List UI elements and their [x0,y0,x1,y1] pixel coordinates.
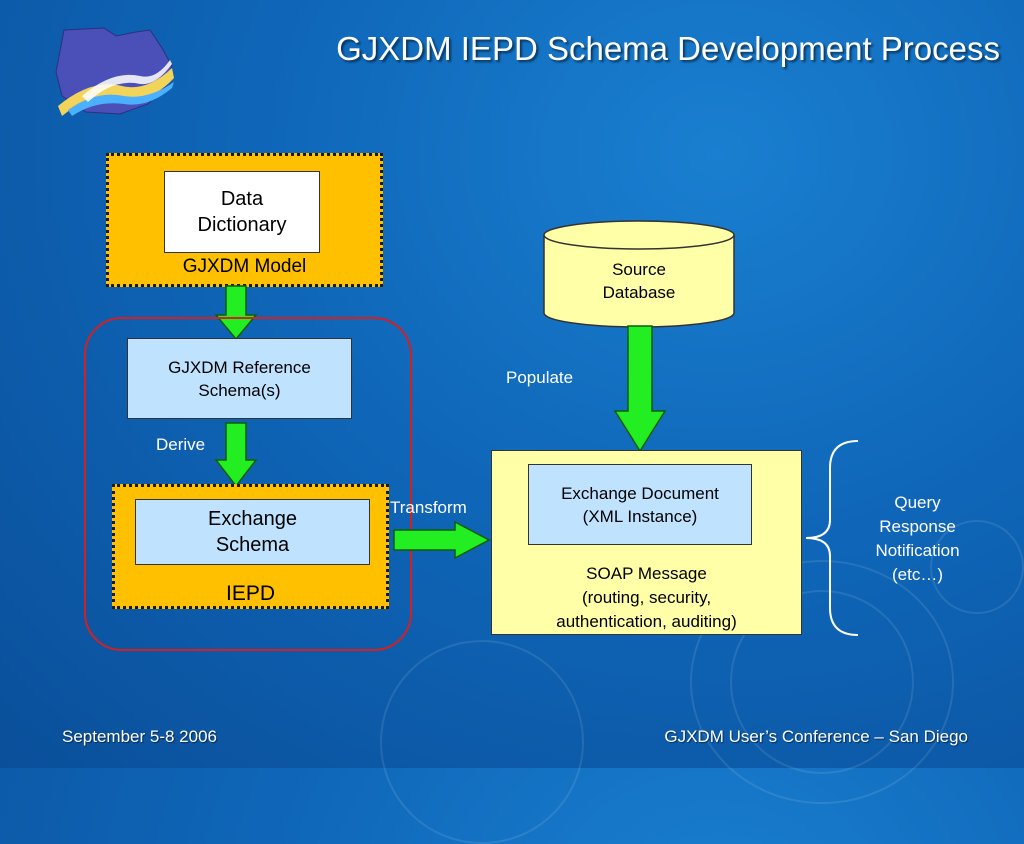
background-ripple [380,640,584,844]
footer-conference: GJXDM User’s Conference – San Diego [664,727,968,746]
database-icon [543,220,735,328]
curly-brace-icon [805,440,859,636]
arrow-right-icon [393,521,491,559]
arrow-down-icon [613,325,667,453]
iepd-boundary [84,317,412,651]
message-types-list: Query Response Notification (etc…) [875,493,960,584]
source-database-label: Source Database [602,260,676,302]
exchange-schema-box: Exchange Schema [135,499,370,565]
gjxdm-model-label: GJXDM Model [182,256,307,277]
slide-title: GJXDM IEPD Schema Development Process [336,30,1000,67]
populate-label: Populate [506,368,574,387]
arrow-down-icon [214,422,258,488]
exchange-document-box: Exchange Document (XML Instance) [528,464,752,545]
data-dictionary-box: Data Dictionary [164,171,320,253]
background-ripple [930,520,1024,614]
footer-date: September 5-8 2006 [62,727,217,746]
derive-label: Derive [156,435,206,454]
shield-wave-logo-icon [55,27,174,116]
soap-message-label: SOAP Message (routing, security, authent… [556,564,737,631]
iepd-label: IEPD [225,582,275,605]
transform-label: Transform [390,498,467,517]
arrow-down-icon [214,285,258,341]
reference-schema-box: GJXDM Reference Schema(s) [127,338,352,419]
